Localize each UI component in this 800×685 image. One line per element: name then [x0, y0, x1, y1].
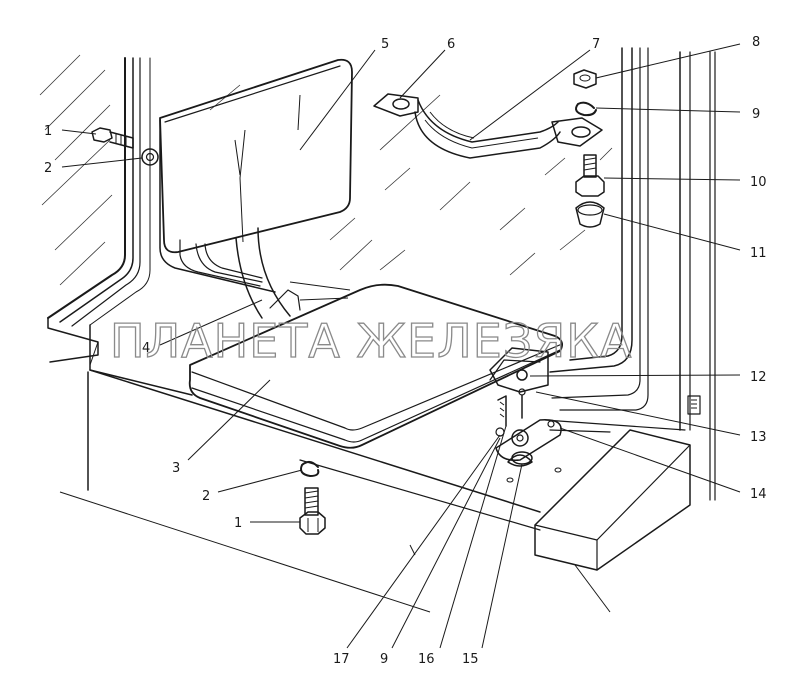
callout-2-upper: 2 — [44, 161, 52, 176]
callout-3: 3 — [172, 461, 180, 476]
right-door-pillar — [549, 47, 716, 501]
seat-backrest — [159, 58, 353, 319]
callout-8: 8 — [752, 35, 760, 50]
leader-lines — [61, 43, 741, 649]
callout-12: 12 — [750, 370, 767, 385]
seat-bracket — [489, 347, 562, 483]
washer-upper — [141, 148, 159, 166]
callout-10: 10 — [750, 175, 767, 190]
callout-7: 7 — [592, 37, 600, 52]
callout-1-upper: 1 — [44, 124, 52, 139]
callout-11: 11 — [750, 246, 767, 261]
callout-16: 16 — [418, 652, 435, 667]
callout-1-lower: 1 — [234, 516, 242, 531]
bolt-upper — [91, 127, 134, 149]
callout-17: 17 — [333, 652, 350, 667]
callout-9-bottom: 9 — [380, 652, 388, 667]
step-block — [534, 429, 691, 613]
rear-window-frame — [159, 84, 613, 301]
callout-labels: 1 2 5 6 7 8 9 10 11 12 13 14 4 3 2 1 17 … — [44, 35, 767, 667]
spring-washer-lower — [300, 461, 320, 477]
cap-11 — [575, 201, 605, 228]
spring-washer-9 — [575, 101, 597, 117]
callout-4: 4 — [142, 341, 150, 356]
callout-14: 14 — [750, 487, 767, 502]
watermark-text: ПЛАНЕТА ЖЕЛЕЗЯКА — [110, 314, 632, 368]
callout-2-lower: 2 — [202, 489, 210, 504]
callout-15: 15 — [462, 652, 479, 667]
callout-6: 6 — [447, 37, 455, 52]
stud-10 — [575, 154, 605, 197]
callout-9-right: 9 — [752, 107, 760, 122]
callout-13: 13 — [750, 430, 767, 445]
grab-handle — [373, 93, 603, 159]
cab-floor-panel — [47, 317, 686, 613]
seat-cushion — [188, 283, 564, 449]
callout-5: 5 — [381, 37, 389, 52]
bolt-lower — [299, 487, 326, 535]
nut-8 — [573, 69, 597, 89]
left-window-frame — [39, 54, 151, 327]
